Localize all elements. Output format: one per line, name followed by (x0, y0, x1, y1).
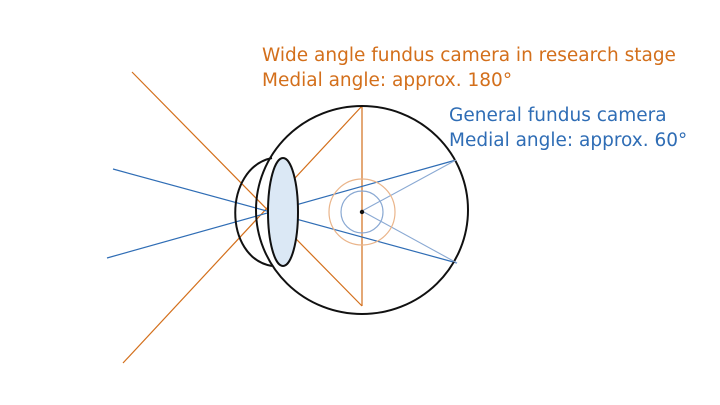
fovea-center-dot (359, 209, 365, 215)
wide-ray-lower (122, 105, 363, 364)
wide-angle-medial-angle: Medial angle: approx. 180° (262, 70, 513, 91)
cornea-outline (234, 157, 273, 267)
general-inner-ray-lower (361, 210, 458, 264)
wide-angle-label: Wide angle fundus camera in research sta… (262, 43, 676, 93)
general-camera-title: General fundus camera (449, 105, 667, 126)
wide-ray-upper (131, 71, 363, 307)
general-inner-ray-upper (361, 159, 457, 212)
lens (267, 157, 299, 267)
general-camera-label: General fundus camera Medial angle: appr… (449, 103, 687, 153)
eyeball-outline (255, 105, 469, 315)
general-camera-medial-angle: Medial angle: approx. 60° (449, 130, 688, 151)
fovea-outer-circle (328, 178, 396, 246)
wide-angle-title: Wide angle fundus camera in research sta… (262, 45, 676, 66)
fovea-inner-circle (340, 190, 384, 234)
